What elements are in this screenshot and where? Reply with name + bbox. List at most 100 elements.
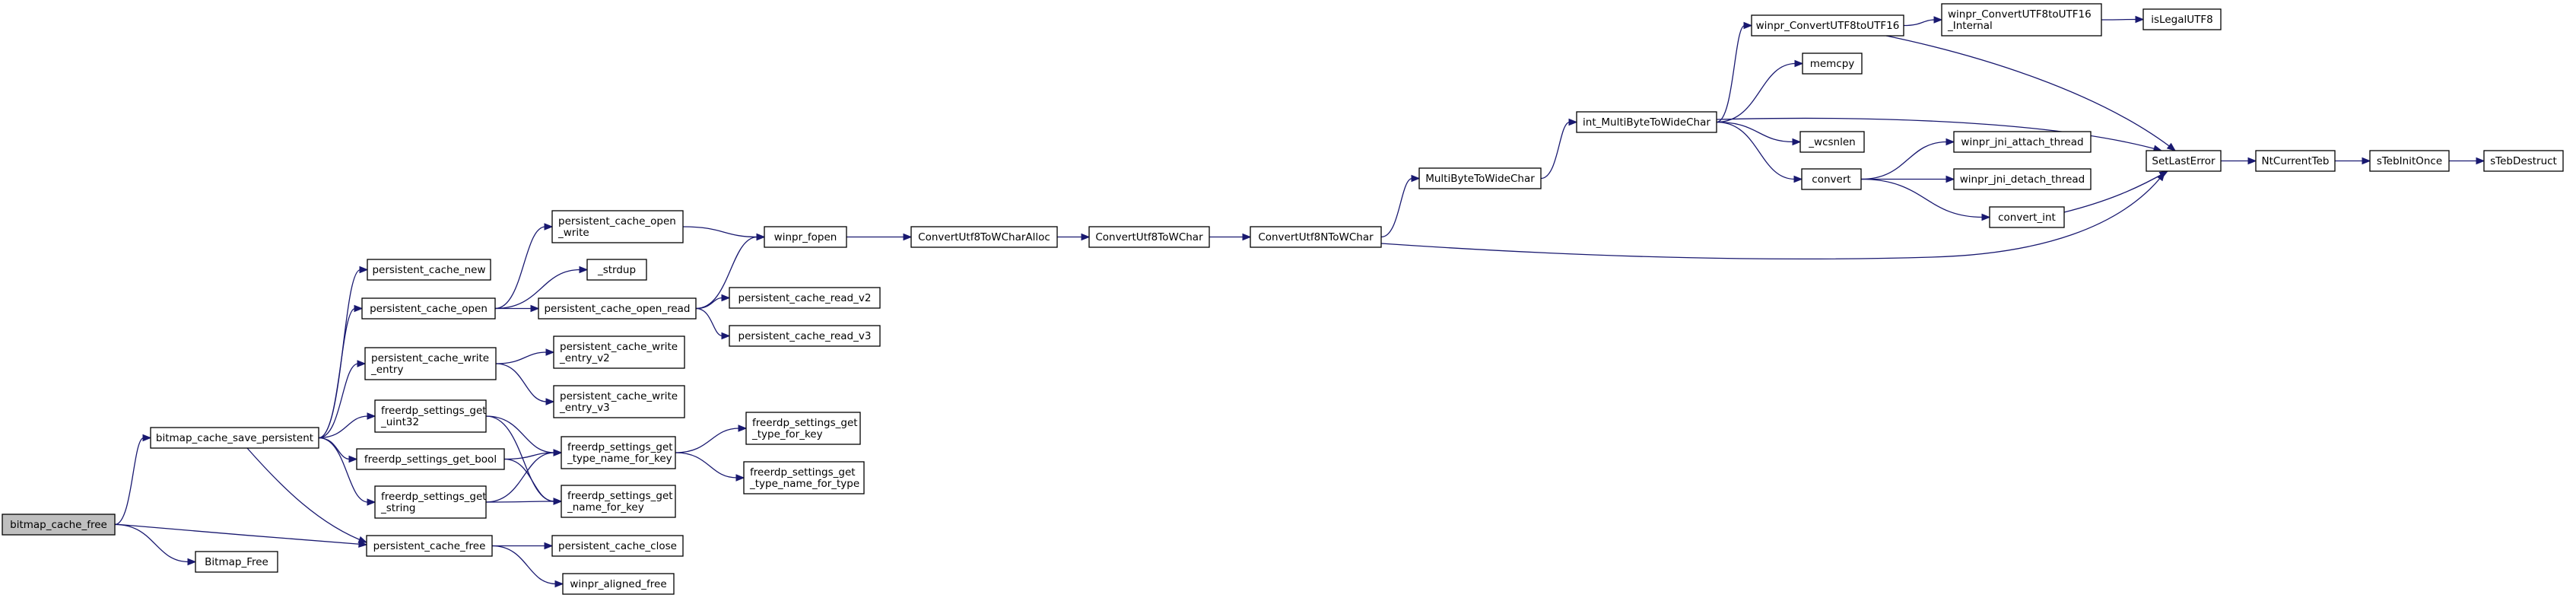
node-convert[interactable]: convert [1801,168,1862,190]
node-label: freerdp_settings_get [752,417,858,429]
node-winpr-jni-attach-thread[interactable]: winpr_jni_attach_thread [1953,131,2092,153]
node-persistent-cache-open-write[interactable]: persistent_cache_open_write [551,210,684,243]
node-ConvertUtf8ToWChar[interactable]: ConvertUtf8ToWChar [1088,226,1210,248]
node-label: int_MultiByteToWideChar [1583,116,1710,129]
node-persistent-cache-read-v2[interactable]: persistent_cache_read_v2 [729,287,881,309]
node-SetLastError[interactable]: SetLastError [2146,150,2222,172]
node-memcpy[interactable]: memcpy [1802,52,1863,75]
node-sTebInitOnce[interactable]: sTebInitOnce [2369,150,2450,172]
node-bitmap-cache-save-persistent[interactable]: bitmap_cache_save_persistent [150,427,319,449]
node-label: _name_for_key [567,501,644,514]
node-ConvertUtf8NToWChar[interactable]: ConvertUtf8NToWChar [1250,226,1382,248]
node-persistent-cache-write-entry-v3[interactable]: persistent_cache_write_entry_v3 [553,385,685,418]
node-label: freerdp_settings_get [567,441,673,453]
node-box [1941,3,2102,37]
node-label: freerdp_settings_get [567,490,673,502]
node-freerdp-settings-get-string[interactable]: freerdp_settings_get_string [374,485,487,519]
node-box [367,259,491,281]
node-freerdp-settings-get-type-for-key[interactable]: freerdp_settings_get_type_for_key [745,412,861,445]
node-winpr-fopen[interactable]: winpr_fopen [764,226,847,248]
edge-int-MultiByteToWideChar-to-convert [1716,121,1803,183]
node-label: winpr_ConvertUTF8toUTF16 [1948,8,2092,21]
node-label: persistent_cache_close [558,540,677,552]
node-label: freerdp_settings_get [750,466,856,479]
node-label: winpr_jni_detach_thread [1960,173,2085,186]
node-label: _wcsnlen [1808,136,1855,148]
edge-persistent-cache-write-entry-to-persistent-cache-write-entry-v3 [495,363,555,405]
node-label: persistent_cache_write [371,352,489,364]
node-persistent-cache-free[interactable]: persistent_cache_free [366,535,493,557]
node-persistent-cache-new[interactable]: persistent_cache_new [367,259,491,281]
edge-freerdp-settings-get-bool-to-freerdp-settings-get-type-name-for-key [503,449,563,460]
edge-freerdp-settings-get-type-name-for-key-to-freerdp-settings-get-type-for-key [675,425,748,453]
node-ConvertUtf8ToWCharAlloc[interactable]: ConvertUtf8ToWCharAlloc [910,226,1058,248]
node-persistent-cache-open-read[interactable]: persistent_cache_open_read [538,297,697,320]
node-label: sTebDestruct [2490,155,2557,167]
edge-freerdp-settings-get-type-name-for-key-to-freerdp-settings-get-type-name-for-type [675,452,745,482]
node-box [1989,206,2065,228]
node-box [551,535,684,557]
node-freerdp-settings-get-type-name-for-type[interactable]: freerdp_settings_get_type_name_for_type [743,461,865,494]
node-freerdp-settings-get-bool[interactable]: freerdp_settings_get_bool [356,448,505,470]
node-box [150,427,319,449]
node-label: bitmap_cache_save_persistent [156,432,313,444]
edge-persistent-cache-free-to-persistent-cache-close [492,542,554,550]
edge-bitmap-cache-save-persistent-to-persistent-cache-free [246,447,368,543]
node-persistent-cache-open[interactable]: persistent_cache_open [361,297,496,320]
node-int-MultiByteToWideChar[interactable]: int_MultiByteToWideChar [1576,111,1717,133]
node-winpr-ConvertUTF8toUTF16[interactable]: winpr_ConvertUTF8toUTF16 [1751,14,1904,37]
node-freerdp-settings-get-name-for-key[interactable]: freerdp_settings_get_name_for_key [561,485,676,518]
node-box [374,399,487,433]
node-label: ConvertUtf8ToWCharAlloc [918,231,1050,243]
edge-freerdp-settings-get-string-to-freerdp-settings-get-name-for-key [485,498,563,505]
edge-int-MultiByteToWideChar-to-SetLastError [1716,117,2163,152]
edge-int-MultiByteToWideChar-to--wcsnlen [1716,121,1802,146]
node-isLegalUTF8[interactable]: isLegalUTF8 [2142,8,2222,30]
node-box [364,347,497,380]
node--strdup[interactable]: _strdup [586,259,647,281]
edge-NtCurrentTeb-to-sTebInitOnce [2335,157,2371,165]
node-winpr-jni-detach-thread[interactable]: winpr_jni_detach_thread [1953,168,2092,190]
node-MultiByteToWideChar[interactable]: MultiByteToWideChar [1418,167,1542,189]
edge-bitmap-cache-free-to-Bitmap-Free [114,523,197,566]
node-freerdp-settings-get-uint32[interactable]: freerdp_settings_get_uint32 [374,399,487,433]
node-label: winpr_aligned_free [570,578,666,590]
node-winpr-ConvertUTF8toUTF16-Internal[interactable]: winpr_ConvertUTF8toUTF16_Internal [1941,3,2102,37]
edge-convert-int-to-SetLastError [2063,170,2169,213]
node-freerdp-settings-get-type-name-for-key[interactable]: freerdp_settings_get_type_name_for_key [561,436,676,469]
node-label: persistent_cache_read_v3 [738,330,872,342]
node-box [2,514,116,536]
node-box [366,535,493,557]
edge-bitmap-cache-save-persistent-to-persistent-cache-new [318,266,369,439]
node-bitmap-cache-free[interactable]: bitmap_cache_free [2,514,116,536]
edge-bitmap-cache-save-persistent-to-persistent-cache-open [318,304,364,439]
node-label: bitmap_cache_free [10,519,107,531]
edge-bitmap-cache-save-persistent-to-persistent-cache-write-entry [318,360,367,439]
node-label: persistent_cache_free [373,540,486,552]
edge-freerdp-settings-get-string-to-freerdp-settings-get-type-name-for-key [485,449,563,503]
node-sTebDestruct[interactable]: sTebDestruct [2483,150,2564,172]
node-NtCurrentTeb[interactable]: NtCurrentTeb [2255,150,2336,172]
edge-convert-to-convert-int [1860,178,1991,221]
node-persistent-cache-read-v3[interactable]: persistent_cache_read_v3 [729,325,881,347]
node-label: convert [1812,173,1850,186]
node-label: _entry_v2 [559,352,610,364]
edge-bitmap-cache-save-persistent-to-freerdp-settings-get-string [318,437,376,506]
node-label: freerdp_settings_get_bool [364,453,497,466]
node--wcsnlen[interactable]: _wcsnlen [1799,131,1865,153]
node-box [1953,168,2092,190]
node-label: _entry_v3 [559,402,610,414]
node-persistent-cache-write-entry[interactable]: persistent_cache_write_entry [364,347,497,380]
node-label: _type_for_key [751,428,823,440]
node-label: MultiByteToWideChar [1425,173,1535,185]
node-box [1088,226,1210,248]
edge-persistent-cache-write-entry-to-persistent-cache-write-entry-v2 [495,348,555,364]
node-box [551,210,684,243]
node-persistent-cache-write-entry-v2[interactable]: persistent_cache_write_entry_v2 [553,335,685,369]
node-convert-int[interactable]: convert_int [1989,206,2065,228]
node-Bitmap-Free[interactable]: Bitmap_Free [195,551,278,573]
node-label: memcpy [1810,58,1855,70]
node-persistent-cache-close[interactable]: persistent_cache_close [551,535,684,557]
node-winpr-aligned-free[interactable]: winpr_aligned_free [562,573,675,595]
edge-persistent-cache-open-to-persistent-cache-open-write [494,223,554,310]
